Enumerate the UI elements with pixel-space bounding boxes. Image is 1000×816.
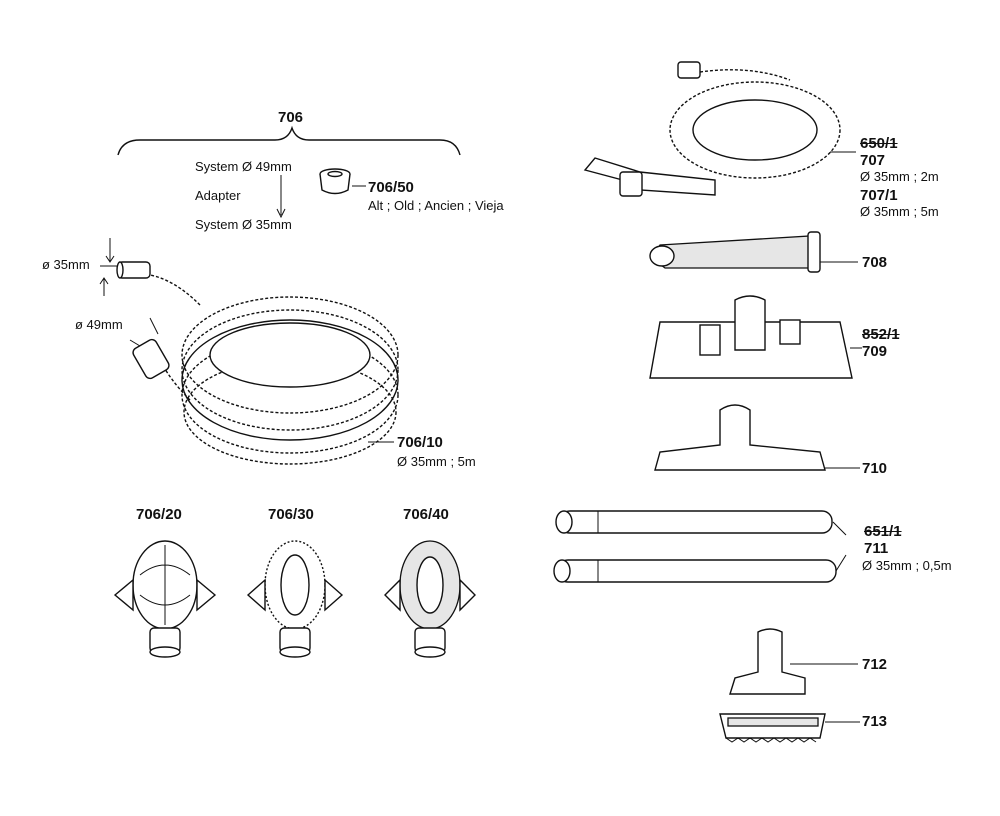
label-711: 711	[864, 540, 889, 557]
label-706-20: 706/20	[136, 506, 182, 523]
brush-706-30-drawing	[246, 540, 344, 658]
label-alt-old: Alt ; Old ; Ancien ; Vieja	[368, 198, 504, 213]
label-707-spec: Ø 35mm ; 2m	[860, 169, 939, 184]
label-708: 708	[862, 254, 888, 271]
label-706-50: 706/50	[368, 179, 414, 196]
label-713: 713	[862, 713, 888, 730]
label-707-1-spec: Ø 35mm ; 5m	[860, 204, 939, 219]
label-system-35: System Ø 35mm	[195, 217, 292, 232]
label-706: 706	[278, 109, 304, 126]
label-712: 712	[862, 656, 888, 673]
floor-nozzle-709-drawing	[649, 295, 853, 379]
floor-tool-710-drawing	[654, 404, 826, 471]
label-710: 710	[862, 460, 888, 477]
label-706-10: 706/10	[397, 434, 443, 451]
label-650-1: 650/1	[860, 135, 898, 152]
tubes-711-drawing	[553, 510, 837, 583]
label-706-40: 706/40	[403, 506, 449, 523]
label-711-spec: Ø 35mm ; 0,5m	[862, 558, 952, 573]
label-adapter: Adapter	[195, 188, 241, 203]
label-diameter-35: ø 35mm	[42, 257, 90, 272]
label-707-1: 707/1	[860, 187, 898, 204]
label-diameter-49: ø 49mm	[75, 317, 123, 332]
hose-706-10-drawing	[116, 261, 399, 465]
brush-706-20-drawing	[113, 540, 217, 658]
brush-713-drawing	[719, 713, 826, 743]
label-707: 707	[860, 152, 886, 169]
brush-706-40-drawing	[384, 540, 476, 658]
label-706-10-spec: Ø 35mm ; 5m	[397, 454, 476, 469]
label-651-1: 651/1	[864, 523, 902, 540]
label-709: 709	[862, 343, 888, 360]
label-706-30: 706/30	[268, 506, 314, 523]
label-system-49: System Ø 49mm	[195, 159, 292, 174]
label-852-1: 852/1	[862, 326, 900, 343]
hose-707-drawing	[583, 61, 841, 197]
upholstery-712-drawing	[729, 628, 806, 695]
adapter-706-50-drawing	[319, 168, 351, 195]
crevice-708-drawing	[649, 231, 821, 273]
bracket-706	[117, 125, 461, 156]
